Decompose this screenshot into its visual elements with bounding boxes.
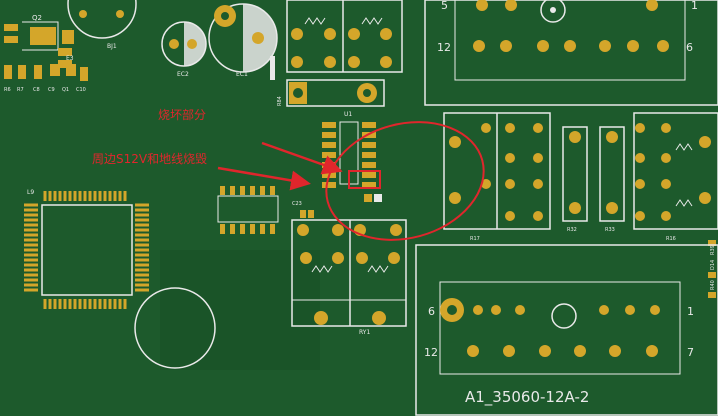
- connector-part-number: A1_35060-12A-2: [465, 388, 589, 407]
- label-c8: C8: [33, 87, 40, 93]
- label-r6: R6: [4, 87, 11, 93]
- relay-top-pin-1: 1: [691, 0, 698, 12]
- conn-pin-6: 6: [428, 305, 435, 318]
- r33-resistor: [599, 126, 625, 222]
- c21-capacitor: [364, 194, 382, 202]
- relay-top-pin-12: 12: [437, 41, 451, 54]
- soic-chip: [217, 186, 279, 234]
- l9-label: L9: [27, 189, 34, 196]
- bj1-buzzer: [67, 0, 137, 39]
- c23-label: C23: [292, 201, 302, 207]
- qfp-chip: [24, 191, 149, 309]
- ec2-label: EC2: [177, 71, 189, 78]
- ry1-relay: [291, 219, 407, 327]
- relay-top-pin-6: 6: [686, 41, 693, 54]
- top-right-relay: [424, 0, 718, 106]
- mounting-outline: [134, 287, 216, 369]
- e3-label: E3: [66, 55, 74, 62]
- bj1-label: BJ1: [107, 43, 117, 50]
- r32-resistor: [562, 126, 588, 222]
- ec2-capacitor: [161, 21, 207, 67]
- burn-damage-label: 烧坏部分: [158, 107, 206, 122]
- bottom-connector: [415, 244, 718, 416]
- r32-label: R32: [567, 227, 577, 233]
- ry1-label: RY1: [359, 329, 370, 336]
- arrow-to-burn: [261, 141, 343, 175]
- r84-label: R84: [277, 96, 283, 106]
- ec1-label: EC1: [236, 71, 248, 78]
- label-r7: R7: [17, 87, 24, 93]
- relay-top-pin-5: 5: [441, 0, 448, 12]
- q2-label: Q2: [32, 14, 42, 22]
- label-q1: Q1: [62, 87, 69, 93]
- r16-relay-block: [633, 112, 718, 230]
- u1-label: U1: [344, 111, 352, 118]
- r84-resistor: [286, 79, 385, 107]
- side-pad-3: [708, 292, 716, 298]
- arrow-to-trace: [217, 166, 311, 191]
- r16-label: R16: [666, 236, 676, 242]
- ec1-bar: [270, 56, 275, 80]
- side-label-r40: R40: [710, 280, 716, 290]
- r17-label: R17: [470, 236, 480, 242]
- conn-pin-12: 12: [424, 346, 438, 359]
- c23-capacitor: [300, 210, 314, 218]
- burn-area-circle: [325, 121, 485, 241]
- label-c9: C9: [48, 87, 55, 93]
- r17-relay-block: [443, 112, 551, 230]
- r33-label: R33: [605, 227, 615, 233]
- trace-damage-label: 周边S12V和地线烧毁: [92, 151, 207, 166]
- e3-component: [58, 48, 72, 68]
- conn-pin-7: 7: [687, 346, 694, 359]
- small-parts-row: [4, 64, 88, 81]
- side-label-d14: D14: [710, 260, 716, 270]
- ec1-capacitor: [208, 3, 278, 73]
- burn-highlight-box: [348, 170, 381, 189]
- conn-pin-1: 1: [687, 305, 694, 318]
- q2-component: [4, 21, 74, 51]
- side-pad-2: [708, 272, 716, 278]
- label-c10: C10: [76, 87, 86, 93]
- side-pad-1: [708, 240, 716, 246]
- board-shade: [160, 250, 320, 370]
- top-relay-block: [286, 0, 403, 73]
- side-label-r39: R39: [710, 245, 716, 255]
